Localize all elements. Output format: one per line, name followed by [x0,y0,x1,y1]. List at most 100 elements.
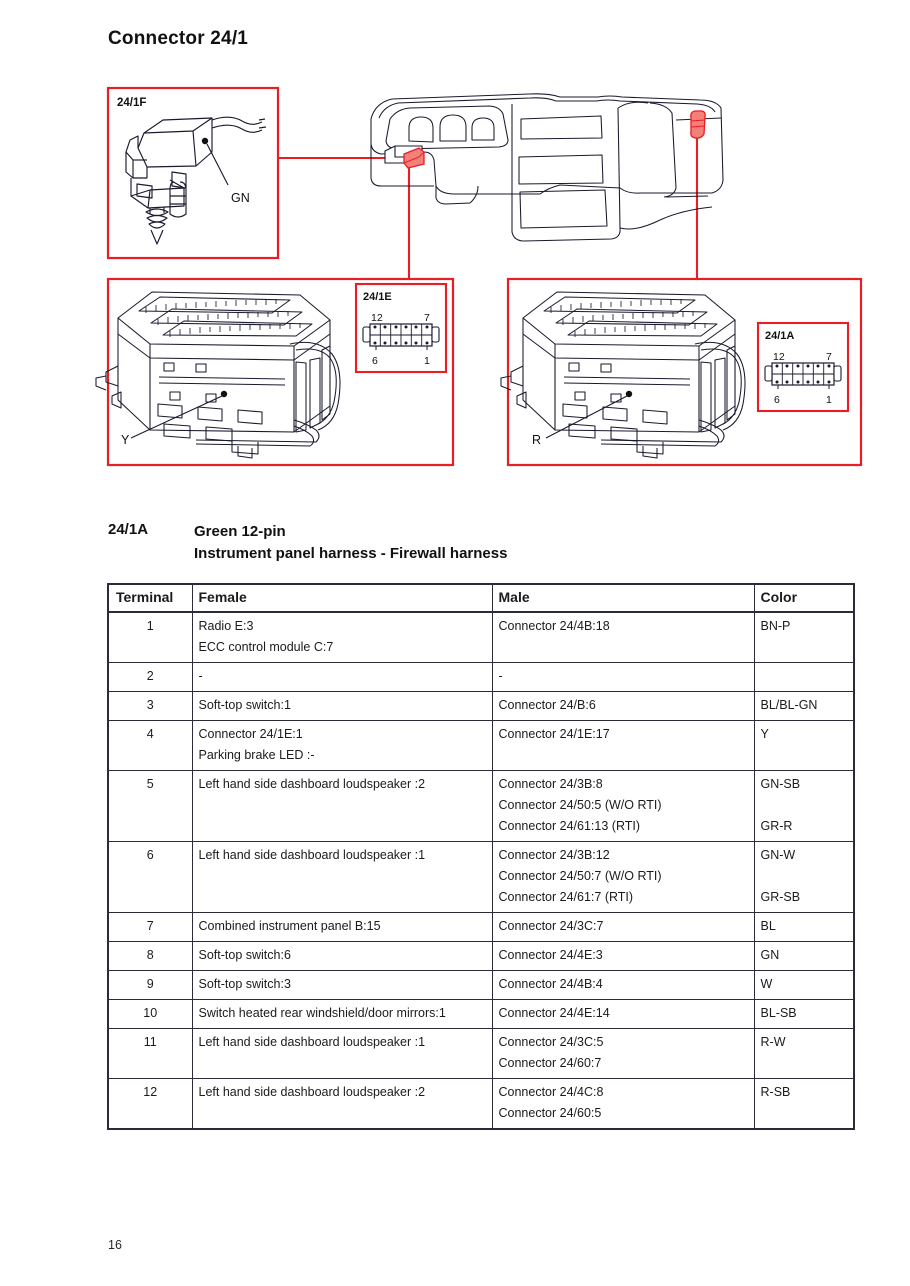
cell-female: Combined instrument panel B:15 [191,912,493,942]
cell-color: BN-P [753,611,855,663]
panel-24-1F-callout-label: GN [231,191,250,205]
cell-terminal: 6 [107,841,193,913]
cell-terminal-line: 2 [146,669,154,683]
pinbox-24-1A-label: 24/1A [765,330,794,342]
cell-terminal: 5 [107,770,193,842]
pinbox-24-1E-pin-7: 7 [424,312,430,324]
cell-color-line: GN [760,948,780,962]
cell-terminal-line: 1 [146,619,154,633]
cell-female: - [191,662,493,692]
cell-female-line: Left hand side dashboard loudspeaker :2 [198,777,426,791]
cell-male-line: Connector 24/60:5 [498,1106,602,1120]
cell-female-line: Left hand side dashboard loudspeaker :1 [198,848,426,862]
cell-female-line: Combined instrument panel B:15 [198,919,381,933]
cell-color-line: BL/BL-GN [760,698,818,712]
cell-color-line: R-W [760,1035,786,1049]
cell-terminal-line: 11 [143,1035,157,1049]
dashboard-connector-right-highlight [690,110,706,139]
cell-color-line: GR-R [760,819,793,833]
cell-color: GN-SB GR-R [753,770,855,842]
table-row: 11 Left hand side dashboard loudspeaker :… [107,1028,855,1079]
cell-female-line: Soft-top switch:6 [198,948,291,962]
table-row: 2 - - [107,662,855,692]
panel-24-1A-callout-label: R [532,433,541,447]
panel-24-1E: Y 24/1E [95,277,455,467]
cell-color-line: GR-SB [760,890,801,904]
cell-color-line: BL [760,919,776,933]
cell-male-line: Connector 24/4B:18 [498,619,610,633]
column-header-female: Female [191,583,493,613]
cell-male-line: Connector 24/3B:12 [498,848,610,862]
cell-male-line: Connector 24/3C:5 [498,1035,604,1049]
dashboard-connector-left-highlight [384,145,425,169]
cell-color [753,662,855,692]
cell-terminal: 3 [107,691,193,721]
cell-female-line: Connector 24/1E:1 [198,727,303,741]
spec-connector-code: 24/1A [108,521,149,538]
cell-color-line: Y [760,727,769,741]
cell-male-line: Connector 24/60:7 [498,1056,602,1070]
cell-male-line: Connector 24/61:13 (RTI) [498,819,641,833]
pinbox-24-1A-pin-7: 7 [826,351,832,363]
cell-terminal: 2 [107,662,193,692]
spec-line-1: Green 12-pin [194,523,286,540]
cell-terminal: 9 [107,970,193,1000]
cell-terminal-line: 6 [146,848,154,862]
pinbox-24-1E: 24/1E [354,282,448,374]
cell-terminal-line: 8 [146,948,154,962]
cell-female: Left hand side dashboard loudspeaker :2 [191,770,493,842]
cell-terminal: 1 [107,611,193,663]
cell-color: R-SB [753,1078,855,1130]
table-row: 6 Left hand side dashboard loudspeaker :1… [107,841,855,913]
cell-male: - [491,662,755,692]
cell-color-line: W [760,977,773,991]
column-header-terminal: Terminal [107,583,193,613]
cell-color-line: BL-SB [760,1006,797,1020]
cell-color: R-W [753,1028,855,1079]
pinbox-24-1E-pin-6: 6 [372,355,378,367]
cell-female-line: - [198,669,203,683]
cell-female: Left hand side dashboard loudspeaker :1 [191,1028,493,1079]
cell-female: Left hand side dashboard loudspeaker :1 [191,841,493,913]
panel-24-1F: 24/1F [106,86,280,260]
cell-male: Connector 24/4B:4 [491,970,755,1000]
cell-female: Soft-top switch:6 [191,941,493,971]
cell-female: Soft-top switch:3 [191,970,493,1000]
cell-female-line: Parking brake LED :- [198,748,315,762]
cell-male-line: Connector 24/3C:7 [498,919,604,933]
pinbox-24-1E-pin-1: 1 [424,355,430,367]
panel-24-1A: R 24/1A [500,277,863,467]
cell-color: BL [753,912,855,942]
panel-24-1F-label: 24/1F [117,97,146,109]
table-row: 5 Left hand side dashboard loudspeaker :2… [107,770,855,842]
column-header-male: Male [491,583,755,613]
cell-male-line: Connector 24/4E:3 [498,948,603,962]
cell-female-line: Radio E:3 [198,619,254,633]
cell-male-line: Connector 24/50:7 (W/O RTI) [498,869,662,883]
cell-male-line: - [498,669,503,683]
panel-24-1E-callout-label: Y [121,433,130,447]
cell-color-line: GN-W [760,848,796,862]
cell-male: Connector 24/3C:7 [491,912,755,942]
cell-color: Y [753,720,855,771]
cell-female-line: Switch heated rear windshield/door mirro… [198,1006,446,1020]
cell-female-line: Soft-top switch:1 [198,698,291,712]
cell-color-line: GN-SB [760,777,801,791]
table-header-row: Terminal Female Male Color [107,583,855,613]
column-header-color: Color [753,583,855,613]
page-title: Connector 24/1 [108,28,249,49]
cell-male: Connector 24/4E:14 [491,999,755,1029]
table-row: 7 Combined instrument panel B:15 Connector… [107,912,855,942]
spec-line-2: Instrument panel harness - Firewall harn… [194,545,508,562]
cell-color-line: BN-P [760,619,791,633]
cell-terminal-line: 4 [146,727,154,741]
cell-terminal-line: 7 [146,919,154,933]
cell-terminal-line: 5 [146,777,154,791]
